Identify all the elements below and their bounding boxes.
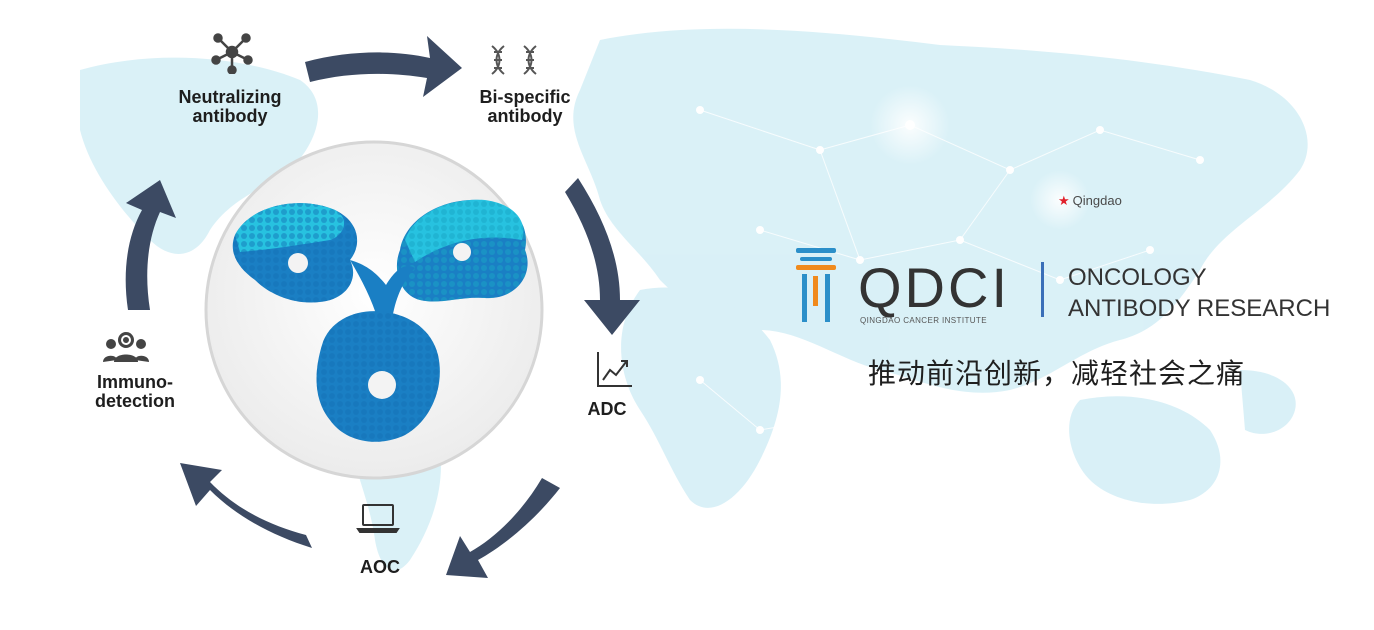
logo-subtitle: QINGDAO CANCER INSTITUTE	[860, 316, 987, 325]
logo-divider	[1041, 262, 1044, 317]
arrow-bottom-left	[180, 463, 312, 548]
arrow-left	[125, 180, 176, 310]
antibody-model	[232, 199, 528, 442]
arrow-right	[565, 178, 640, 335]
city-label: Qingdao	[1072, 193, 1122, 208]
label-adc: ADC	[587, 399, 627, 419]
trend-chart-icon	[597, 352, 632, 387]
tagline-line-1: ONCOLOGY	[1068, 264, 1207, 291]
logo-tagline: ONCOLOGY ANTIBODY RESEARCH	[1068, 262, 1330, 324]
arrow-bottom-right	[446, 478, 560, 578]
tagline-line-2: ANTIBODY RESEARCH	[1068, 295, 1331, 322]
logo-name: QDCI	[858, 256, 1010, 319]
slogan: 推动前沿创新，减轻社会之痛	[868, 358, 1246, 389]
dna-icon	[491, 45, 537, 75]
star-icon: ★	[1058, 193, 1070, 208]
map-marker-qingdao: ★Qingdao	[1058, 193, 1122, 209]
people-group-icon	[103, 332, 149, 362]
label-bispecific-antibody: Bi-specific antibody	[479, 87, 571, 126]
label-neutralizing-antibody: Neutralizing antibody	[178, 87, 282, 126]
label-aoc: AOC	[360, 557, 400, 577]
qdci-logo-icon	[796, 248, 836, 322]
laptop-icon	[356, 504, 400, 533]
label-immunodetection: Immuno- detection	[94, 372, 175, 411]
arrow-top	[305, 36, 462, 97]
molecule-icon	[211, 33, 253, 74]
